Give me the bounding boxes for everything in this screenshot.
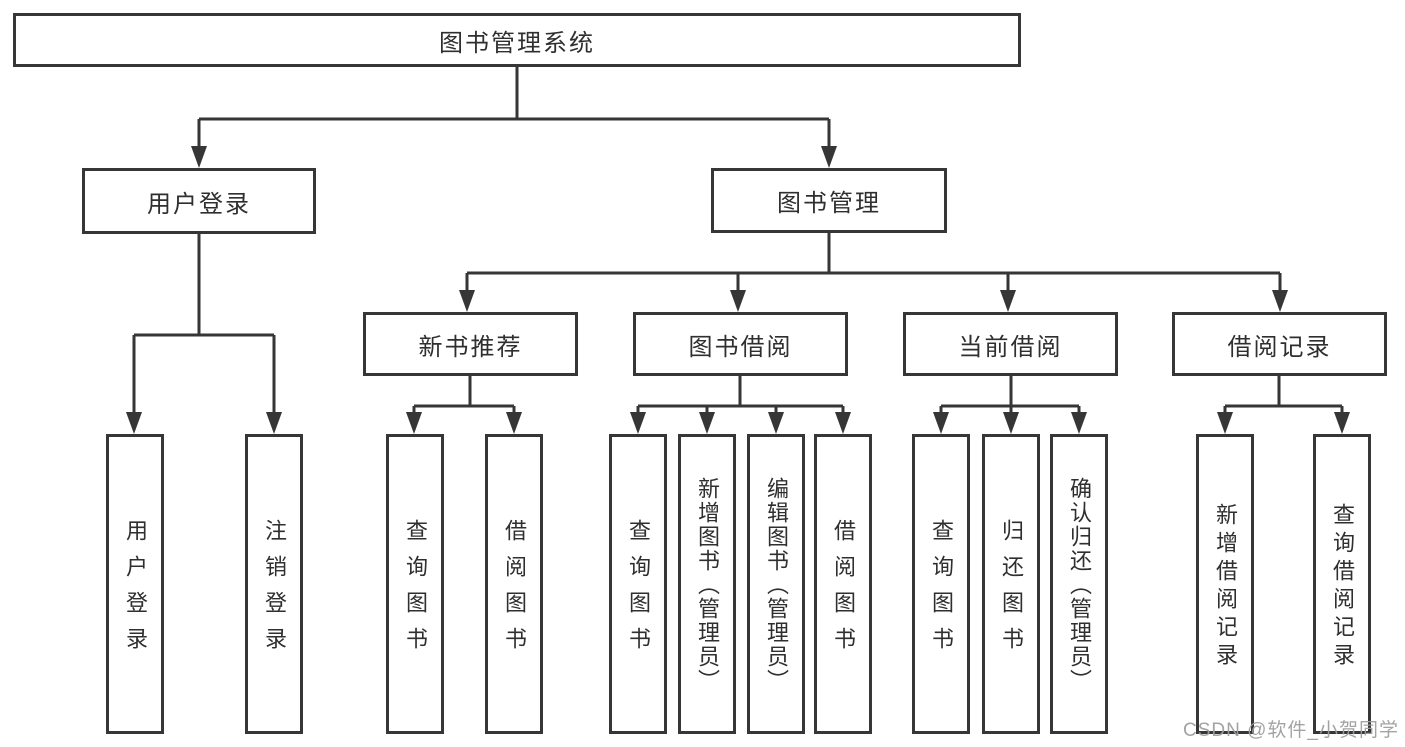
leaf-label: 新增借阅记录 <box>1213 503 1238 671</box>
leaf-label: 查询图书 <box>929 519 954 663</box>
node-label: 图书管理系统 <box>439 29 595 57</box>
leaf-borrow-books-recommend: 借阅图书 <box>485 434 543 734</box>
leaf-label: 借阅图书 <box>502 519 527 663</box>
node-root-system: 图书管理系统 <box>13 13 1021 67</box>
leaf-label: 编辑图书（管理员） <box>764 477 789 693</box>
leaf-query-books-borrow: 查询图书 <box>609 434 667 734</box>
leaf-label: 借阅图书 <box>831 519 856 663</box>
node-current-borrowing: 当前借阅 <box>903 312 1118 376</box>
leaf-label: 用户登录 <box>123 519 148 663</box>
node-label: 当前借阅 <box>958 333 1063 361</box>
leaf-label: 确认归还（管理员） <box>1067 477 1092 693</box>
leaf-logout: 注销登录 <box>245 434 303 734</box>
csdn-watermark: CSDN @软件_小贺同学 <box>1183 720 1399 741</box>
node-book-borrowing: 图书借阅 <box>633 312 848 376</box>
arrowheads <box>126 146 1350 434</box>
leaf-borrow-books: 借阅图书 <box>814 434 872 734</box>
leaf-label: 归还图书 <box>999 519 1024 663</box>
leaf-label: 查询借阅记录 <box>1330 503 1355 671</box>
leaf-label: 查询图书 <box>626 519 651 663</box>
leaf-query-books-current: 查询图书 <box>912 434 970 734</box>
node-label: 图书管理 <box>777 190 881 217</box>
node-label: 借阅记录 <box>1227 333 1332 361</box>
leaf-label: 新增图书（管理员） <box>695 477 720 693</box>
leaf-query-books-recommend: 查询图书 <box>386 434 444 734</box>
node-borrowing-records: 借阅记录 <box>1172 312 1387 376</box>
node-label: 新书推荐 <box>418 333 523 361</box>
leaf-confirm-return-admin: 确认归还（管理员） <box>1050 434 1108 734</box>
leaf-edit-books-admin: 编辑图书（管理员） <box>747 434 805 734</box>
node-label: 图书借阅 <box>688 333 793 361</box>
node-user-login: 用户登录 <box>82 168 316 234</box>
leaf-add-books-admin: 新增图书（管理员） <box>678 434 736 734</box>
leaf-add-borrow-record: 新增借阅记录 <box>1196 434 1254 734</box>
leaf-label: 注销登录 <box>262 519 287 663</box>
leaf-label: 查询图书 <box>403 519 428 663</box>
node-book-management: 图书管理 <box>711 168 947 233</box>
leaf-query-borrow-record: 查询借阅记录 <box>1313 434 1371 734</box>
node-new-book-recommend: 新书推荐 <box>363 312 578 376</box>
leaf-return-books: 归还图书 <box>982 434 1040 734</box>
leaf-user-login: 用户登录 <box>106 434 164 734</box>
node-label: 用户登录 <box>147 190 251 218</box>
